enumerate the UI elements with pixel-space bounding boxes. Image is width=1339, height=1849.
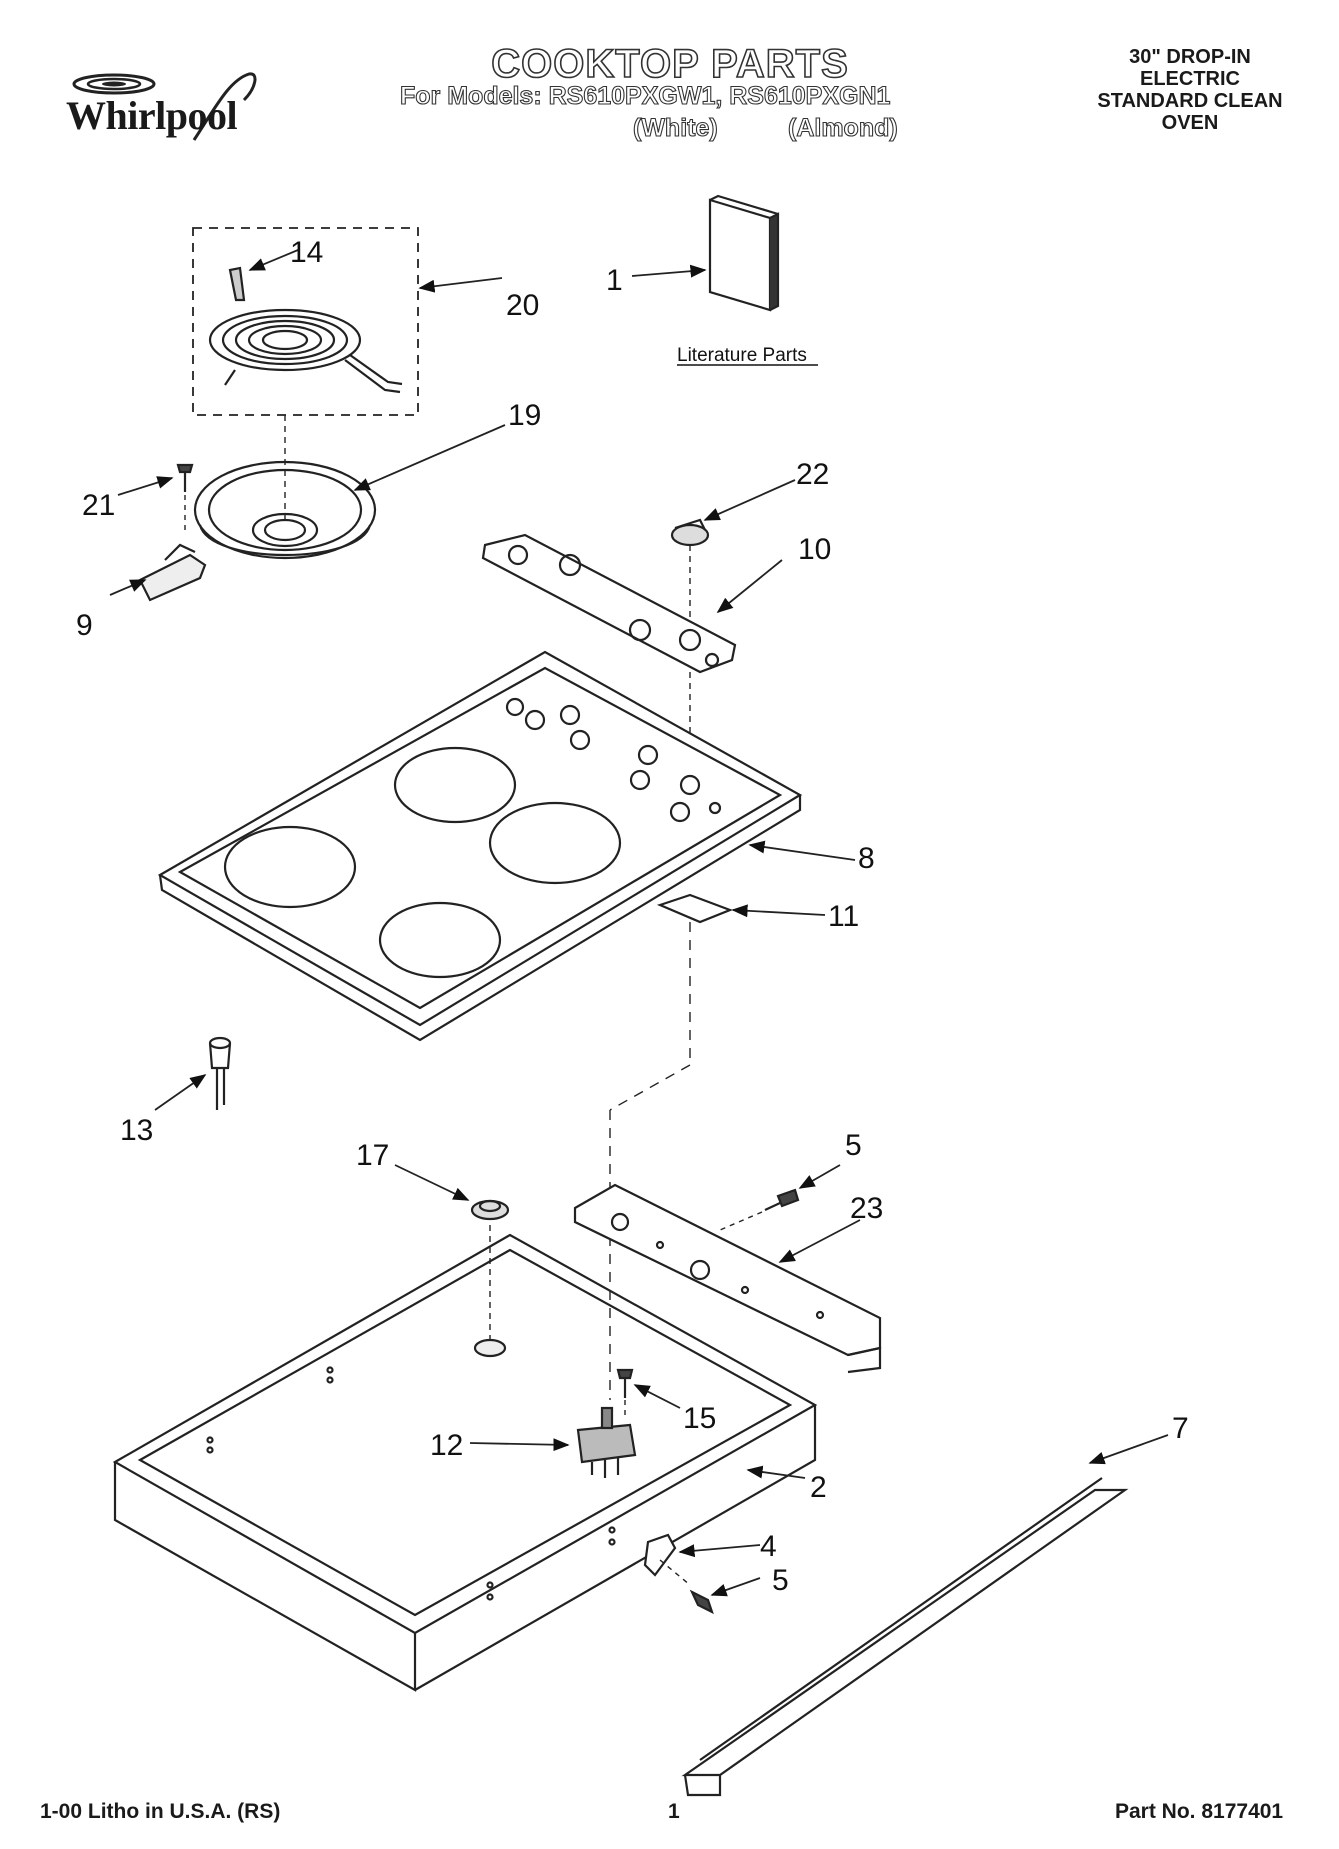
variant-almond: (Almond) bbox=[787, 113, 898, 142]
whirlpool-logo: Whirlpool bbox=[44, 70, 274, 142]
swirl-logo-icon bbox=[72, 72, 257, 141]
indicator-light-part-13 bbox=[208, 1036, 232, 1110]
callout-11: 11 bbox=[828, 900, 859, 933]
literature-parts-label: Literature Parts bbox=[677, 345, 807, 366]
screw-part-5-lower bbox=[689, 1589, 714, 1615]
product-description: 30" DROP-IN ELECTRIC STANDARD CLEAN OVEN bbox=[1080, 46, 1300, 134]
product-line-4: OVEN bbox=[1161, 112, 1219, 134]
mounting-bracket-part-4 bbox=[643, 1533, 691, 1586]
callout-12: 12 bbox=[430, 1429, 463, 1462]
product-line-1: 30" DROP-IN bbox=[1129, 46, 1251, 68]
receptacle-bracket-part-9 bbox=[138, 543, 207, 602]
variant-white: (White) bbox=[632, 113, 718, 142]
callout-1: 1 bbox=[606, 264, 623, 297]
burner-box-part-2 bbox=[112, 1233, 818, 1692]
insulator-part-11 bbox=[609, 893, 734, 1400]
callout-5-lower: 5 bbox=[772, 1564, 789, 1597]
callout-2: 2 bbox=[810, 1471, 827, 1504]
part-number: Part No. 8177401 bbox=[1115, 1800, 1284, 1823]
screw-part-21 bbox=[176, 463, 194, 535]
element-clip-part-14 bbox=[228, 266, 246, 302]
control-knob-part-22 bbox=[670, 518, 710, 640]
callout-8: 8 bbox=[858, 842, 875, 875]
callout-10: 10 bbox=[798, 533, 831, 566]
model-numbers: For Models: RS610PXGW1, RS610PXGN1 bbox=[399, 81, 891, 110]
literature-parts-part-1 bbox=[708, 194, 780, 312]
page-title: COOKTOP PARTS bbox=[490, 41, 849, 87]
grommet-part-17 bbox=[470, 1199, 510, 1358]
leader-arrows bbox=[109, 249, 1169, 1597]
litho-note: 1-00 Litho in U.S.A. (RS) bbox=[40, 1800, 281, 1823]
callout-9: 9 bbox=[76, 609, 93, 642]
product-line-3: STANDARD CLEAN bbox=[1097, 90, 1283, 112]
callout-20: 20 bbox=[506, 289, 539, 322]
callout-14: 14 bbox=[290, 236, 323, 269]
screw-part-15 bbox=[616, 1368, 634, 1420]
callout-5-upper: 5 bbox=[845, 1129, 862, 1162]
trim-strip-part-7 bbox=[681, 1477, 1129, 1797]
drip-bowl-part-19 bbox=[193, 415, 377, 560]
surface-element-part-20 bbox=[208, 308, 403, 394]
control-bracket-part-23 bbox=[573, 1183, 882, 1374]
page-number: 1 bbox=[668, 1800, 680, 1823]
callout-13: 13 bbox=[120, 1114, 153, 1147]
product-line-2: ELECTRIC bbox=[1140, 68, 1240, 90]
screw-part-5-upper bbox=[719, 1188, 800, 1231]
infinite-switch-part-12 bbox=[576, 1406, 637, 1478]
callout-21: 21 bbox=[82, 489, 115, 522]
callout-23: 23 bbox=[850, 1192, 883, 1225]
surface-element-group bbox=[192, 227, 419, 416]
callout-4: 4 bbox=[760, 1530, 777, 1563]
callout-7: 7 bbox=[1172, 1412, 1189, 1445]
callout-15: 15 bbox=[683, 1402, 716, 1435]
callout-17: 17 bbox=[356, 1139, 389, 1172]
brand-name: Whirlpool bbox=[66, 93, 238, 138]
cooktop-main-top-part-8 bbox=[157, 650, 803, 1042]
control-panel-part-10 bbox=[481, 533, 737, 790]
callout-22: 22 bbox=[796, 458, 829, 491]
callout-19: 19 bbox=[508, 399, 541, 432]
